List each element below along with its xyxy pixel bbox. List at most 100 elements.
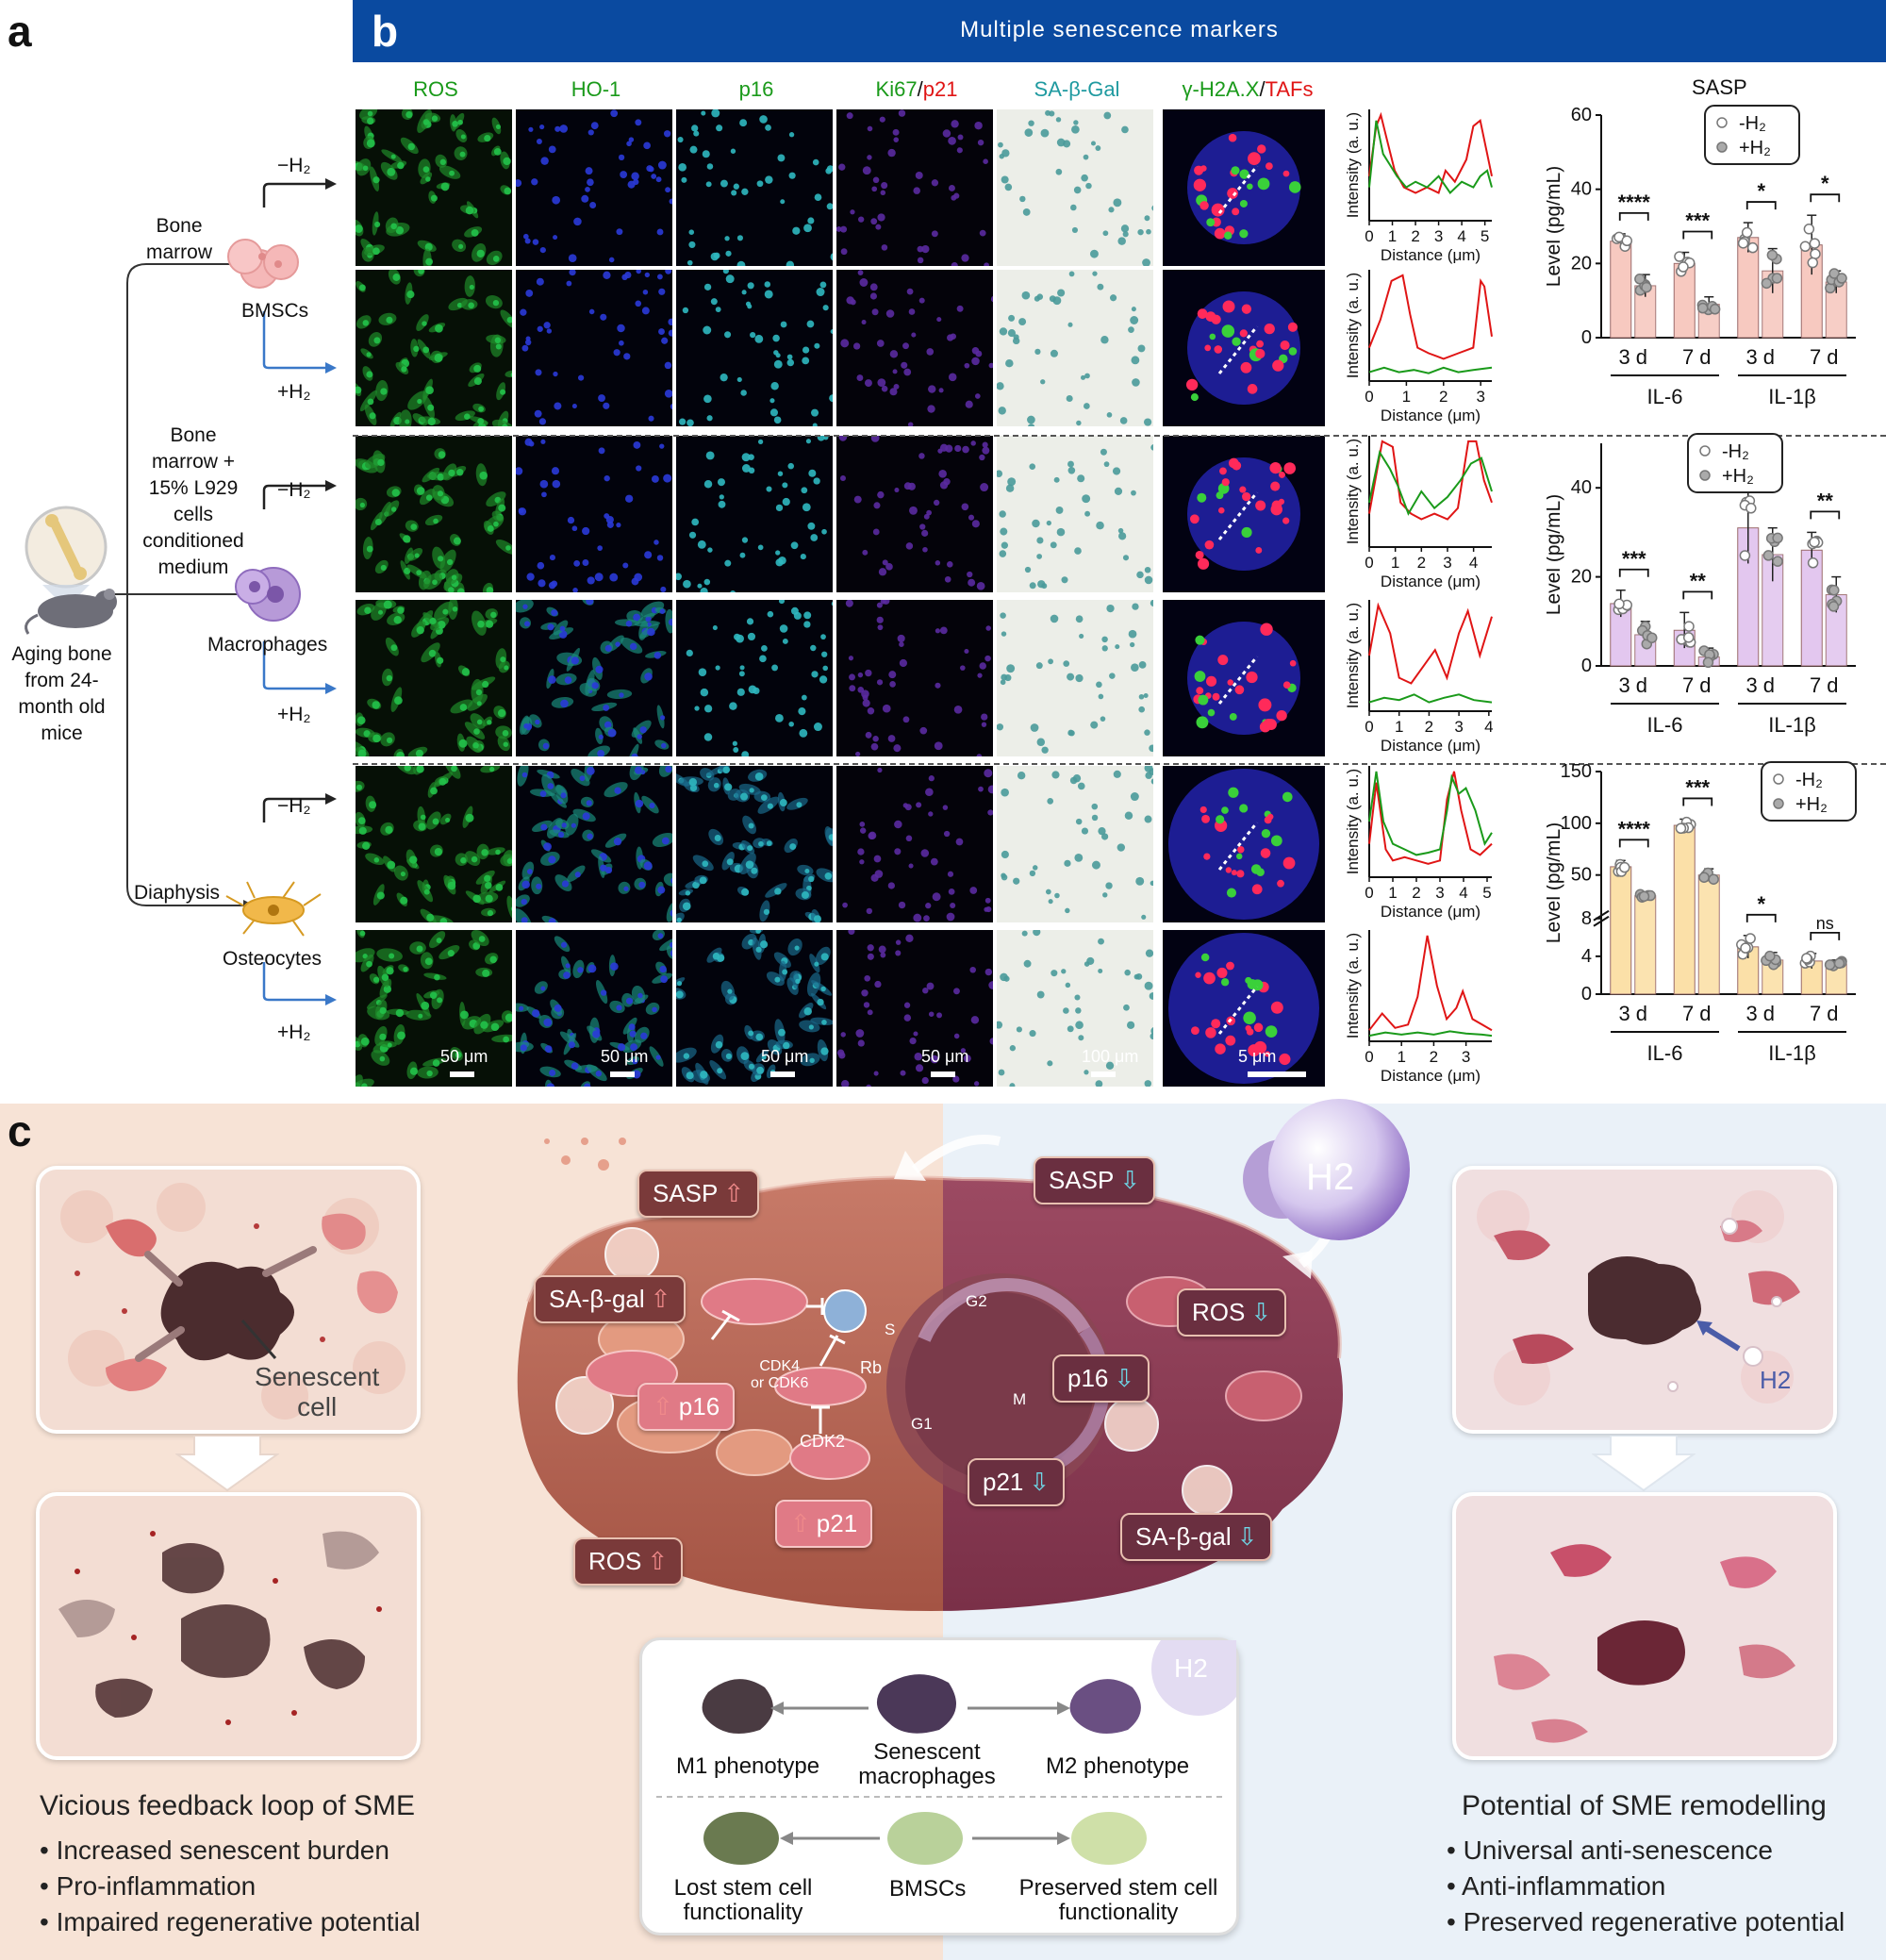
significance-bracket	[1745, 913, 1777, 922]
group-label: IL-1β	[1768, 713, 1816, 737]
scale-bar	[1091, 1071, 1116, 1077]
legend-plus: +H₂	[1739, 138, 1771, 158]
bar-tick-label: 8	[1581, 908, 1592, 929]
p21-up-label: ⇧p21	[775, 1500, 873, 1548]
microscopy-tile	[836, 436, 993, 592]
column-header-part: p21	[922, 77, 958, 101]
data-point	[1824, 959, 1836, 971]
sasp-title: SASP	[1692, 75, 1747, 99]
macrophages-label: Macrophages	[207, 634, 328, 656]
day-label: 3 d	[1618, 1002, 1647, 1025]
microscopy-tile	[356, 270, 512, 426]
profile-ylabel: Intensity (a. u.)	[1344, 933, 1362, 1038]
scale-bar-label: 50 μm	[440, 1047, 488, 1066]
microscopy-tile	[1163, 600, 1325, 756]
significance-bracket	[1682, 797, 1713, 806]
significance-bracket	[1810, 931, 1841, 940]
bar	[1610, 866, 1632, 995]
data-point	[1771, 273, 1783, 284]
microscopy-tile	[1163, 930, 1325, 1087]
day-label: 7 d	[1810, 1002, 1839, 1025]
profile-ylabel: Intensity (a. u.)	[1344, 273, 1362, 378]
panel-b-letter: b	[372, 7, 399, 56]
bar-ylabel: Level (pg/mL)	[1547, 166, 1564, 287]
bar	[1737, 237, 1760, 339]
microscopy-tile	[1163, 436, 1325, 592]
profile-tick-label: 2	[1439, 388, 1448, 406]
profile-series	[1368, 450, 1493, 516]
microscopy-tile	[676, 600, 833, 756]
day-label: 3 d	[1745, 1002, 1775, 1025]
column-header-part: SA-β-Gal	[1034, 77, 1120, 101]
bmscs-cells-icon	[227, 239, 299, 289]
profile-series	[1368, 771, 1493, 856]
profile-tick-label: 3	[1462, 1048, 1470, 1066]
data-point	[1641, 281, 1652, 293]
significance-label: ****	[1618, 191, 1651, 214]
burdened-tissue-image	[36, 1492, 421, 1760]
profile-tick-label: 2	[1430, 1048, 1438, 1066]
data-point	[1682, 632, 1695, 643]
profile-tick-label: 5	[1481, 227, 1489, 245]
data-point	[1828, 268, 1840, 279]
significance-bracket	[1618, 211, 1649, 221]
column-header: γ-H2A.X/TAFs	[1153, 77, 1342, 102]
bar-tick-label: 20	[1571, 567, 1592, 588]
column-header-part: /	[1259, 77, 1266, 101]
profile-tick-label: 0	[1365, 718, 1373, 736]
profile-tick-label: 4	[1457, 227, 1465, 245]
left-summary-title: Vicious feedback loop of SME	[40, 1790, 416, 1821]
data-point	[1638, 890, 1650, 903]
data-point	[1762, 550, 1775, 561]
microscopy-tile	[676, 436, 833, 592]
panel-b-banner: Multiple senescence markers	[353, 0, 1886, 62]
microscopy-tile	[676, 930, 833, 1087]
legend-minus: -H₂	[1722, 441, 1749, 462]
legend-box	[1687, 433, 1783, 493]
profile-series	[1368, 771, 1493, 865]
panel-c-letter: c	[8, 1106, 32, 1155]
bar-tick-label: 50	[1571, 865, 1592, 886]
column-header-part: ROS	[413, 77, 458, 101]
column-header: HO-1	[516, 77, 676, 102]
data-point	[1807, 557, 1819, 569]
data-point	[1772, 532, 1783, 544]
microscopy-tile	[1163, 270, 1325, 426]
scale-bar-label: 50 μm	[921, 1047, 969, 1066]
panel-a-diagram	[25, 178, 337, 1005]
column-header-part: TAFs	[1265, 77, 1314, 101]
data-point	[1810, 248, 1821, 259]
profile-tick-label: 3	[1454, 718, 1463, 736]
cdk2-label: CDK2	[800, 1432, 846, 1451]
profile-tick-label: 3	[1435, 884, 1444, 902]
h2-corner-label: H2	[1174, 1653, 1208, 1683]
data-point	[1761, 277, 1773, 290]
profile-tick-label: 2	[1425, 718, 1433, 736]
day-label: 3 d	[1745, 345, 1775, 369]
profile-tick-label: 4	[1469, 554, 1478, 572]
legend-plus: +H₂	[1795, 794, 1828, 815]
microscopy-tile	[516, 109, 672, 266]
left-bullet: • Pro-inflammation	[40, 1871, 256, 1901]
day-label: 3 d	[1745, 673, 1775, 697]
profile-series	[1368, 440, 1493, 521]
h2-treated-tissue-image	[1452, 1166, 1837, 1434]
bar	[1673, 824, 1696, 995]
profile-tick-label: 3	[1476, 388, 1484, 406]
data-point	[1619, 861, 1630, 873]
profile-tick-label: 1	[1388, 884, 1397, 902]
sasp-down-label: SASP⇩	[1034, 1156, 1156, 1204]
microscopy-tile	[516, 600, 672, 756]
right-bullet: • Preserved regenerative potential	[1447, 1907, 1845, 1936]
profile-tick-label: 5	[1482, 884, 1491, 902]
data-point	[1708, 873, 1719, 885]
group-label: IL-6	[1647, 713, 1683, 737]
day-label: 3 d	[1618, 673, 1647, 697]
